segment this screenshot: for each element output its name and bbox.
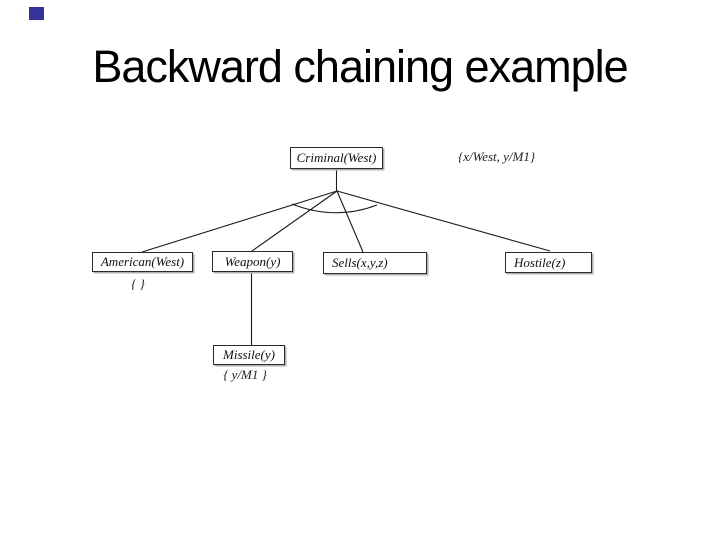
and-arc bbox=[291, 203, 378, 214]
node-missile: Missile(y) bbox=[213, 345, 285, 365]
node-criminal: Criminal(West) bbox=[290, 147, 383, 169]
node-missile-label: Missile(y) bbox=[223, 347, 275, 362]
node-weapon: Weapon(y) bbox=[212, 251, 293, 272]
node-sells: Sells(x,y,z) bbox=[323, 252, 427, 274]
node-criminal-label: Criminal(West) bbox=[296, 150, 377, 165]
edge-junction-hostile bbox=[336, 190, 551, 252]
american-substitution: { } bbox=[131, 276, 145, 291]
node-american-label: American(West) bbox=[100, 254, 185, 269]
edge-junction-american bbox=[141, 190, 338, 253]
edge-junction-weapon bbox=[251, 190, 338, 252]
node-sells-label: Sells(x,y,z) bbox=[332, 255, 388, 270]
edge-junction-sells bbox=[336, 190, 364, 253]
slide-title: Backward chaining example bbox=[92, 41, 628, 92]
missile-substitution: { y/M1 } bbox=[223, 367, 267, 382]
root-substitution: {x/West, y/M1} bbox=[458, 149, 536, 164]
node-hostile-label: Hostile(z) bbox=[514, 254, 566, 270]
node-hostile: Hostile(z) bbox=[505, 252, 592, 273]
node-american: American(West) bbox=[92, 252, 193, 272]
node-weapon-label: Weapon(y) bbox=[224, 253, 281, 269]
slide-logo-square bbox=[29, 7, 44, 20]
